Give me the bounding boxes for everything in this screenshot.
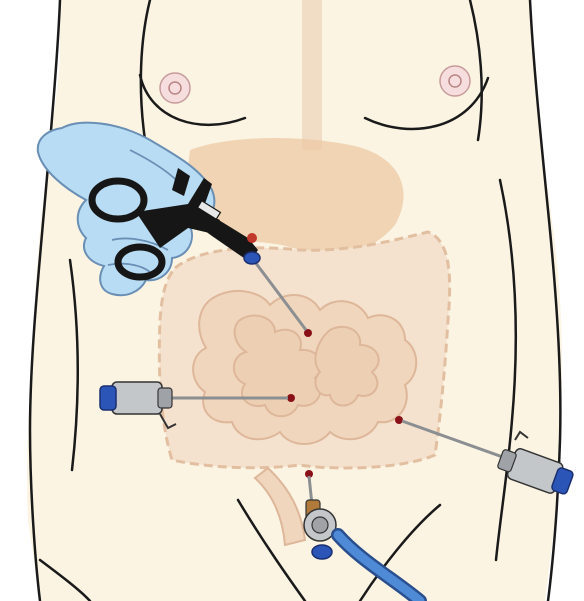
incision-left-lateral bbox=[287, 394, 295, 402]
nipple-left-icon bbox=[160, 73, 190, 103]
nipple-right-icon bbox=[440, 66, 470, 96]
esophagus bbox=[302, 0, 322, 150]
incision-right-lateral bbox=[395, 416, 403, 424]
